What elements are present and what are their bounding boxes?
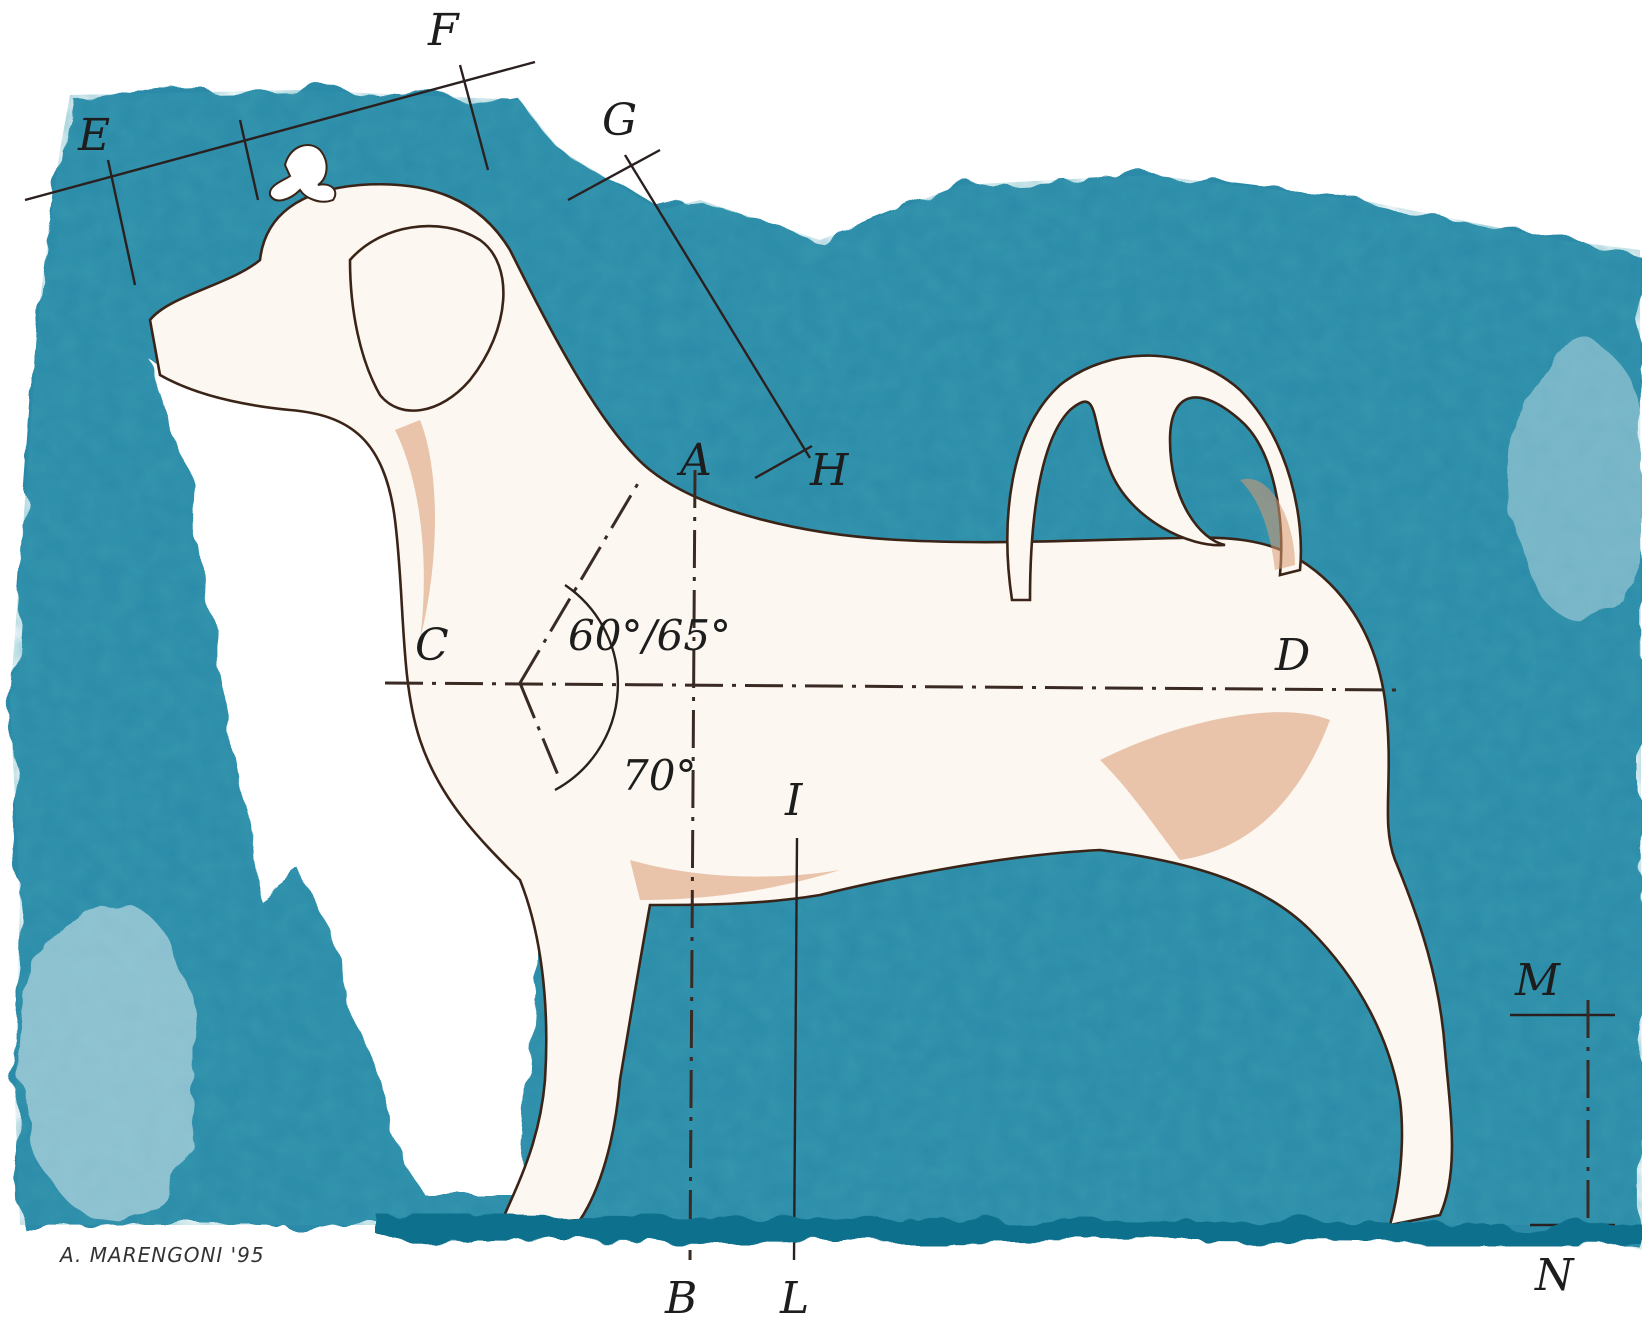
label-F: F [427,5,460,56]
label-A: A [676,435,712,486]
label-H: H [809,445,850,496]
artist-signature: A. MARENGONI '95 [58,1243,265,1267]
label-B: B [664,1273,697,1320]
shoulder-angle-label: 60°/65° [568,611,731,660]
label-D: D [1274,630,1310,681]
label-M: M [1514,955,1561,1006]
wash-highlight [20,900,200,1220]
label-N: N [1534,1250,1575,1301]
label-C: C [415,620,449,671]
label-L: L [779,1273,809,1320]
upper-arm-angle-label: 70° [622,751,696,800]
label-G: G [602,95,637,146]
label-I: I [784,775,804,826]
label-E: E [77,110,110,161]
